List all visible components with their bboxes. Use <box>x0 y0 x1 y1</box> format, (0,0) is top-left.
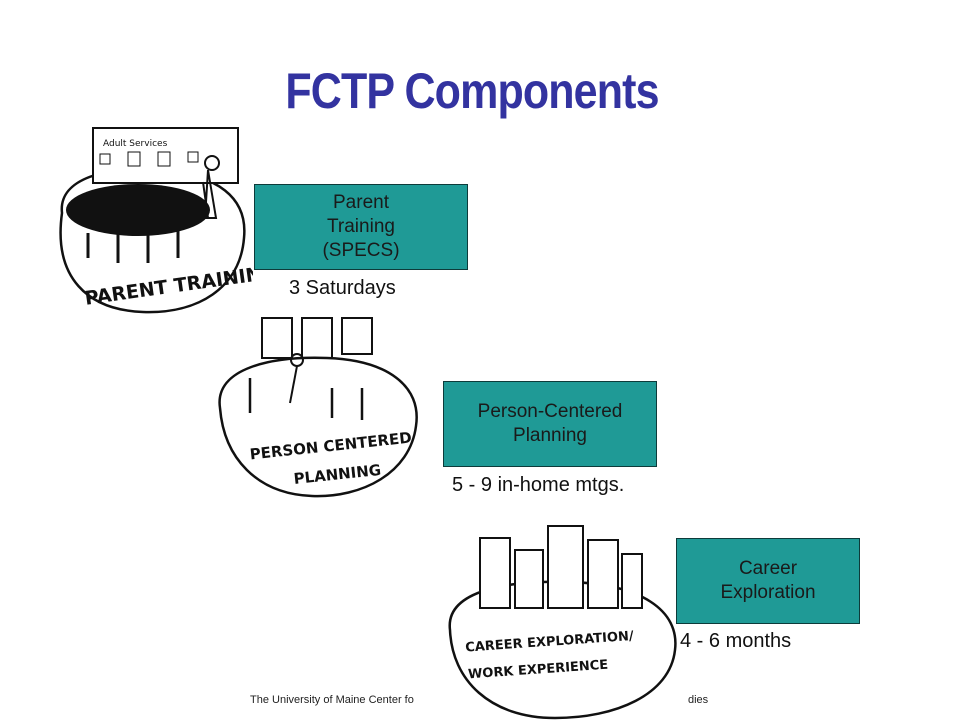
footer-right: dies <box>688 694 709 706</box>
career-exploration-line-2: Exploration <box>720 582 816 603</box>
career-exploration-line-1: Career <box>738 558 798 579</box>
parent-training-duration: 3 Saturdays <box>289 277 396 299</box>
career-exploration-box: Career Exploration <box>676 538 860 624</box>
career-exploration-sketch: CAREER EXPLORATION/ WORK EXPERIENCE <box>448 525 677 720</box>
svg-text:PARENT TRAINING: PARENT TRAINING <box>83 261 253 310</box>
svg-text:PERSON CENTERED: PERSON CENTERED <box>249 429 413 464</box>
person-centered-planning-line-1: Person-Centered <box>477 401 623 422</box>
person-centered-planning-box: Person-Centered Planning <box>443 381 657 467</box>
parent-training-line-3: (SPECS) <box>322 240 400 261</box>
person-centered-planning-duration: 5 - 9 in-home mtgs. <box>452 474 625 496</box>
svg-text:PLANNING: PLANNING <box>293 461 382 488</box>
slide-title: FCTP Components <box>285 63 659 119</box>
person-centered-planning-sketch: PERSON CENTERED PLANNING <box>218 317 418 498</box>
career-exploration-duration: 4 - 6 months <box>680 630 792 652</box>
footer-left: The University of Maine Center fo <box>250 694 414 706</box>
parent-training-box: Parent Training (SPECS) <box>254 184 468 270</box>
svg-text:Adult Services: Adult Services <box>103 139 168 149</box>
person-centered-planning-line-2: Planning <box>513 425 587 446</box>
parent-training-line-2: Training <box>327 216 395 237</box>
parent-training-line-1: Parent <box>333 192 389 213</box>
parent-training-sketch: Adult Services PARENT TRAINING <box>59 127 253 314</box>
